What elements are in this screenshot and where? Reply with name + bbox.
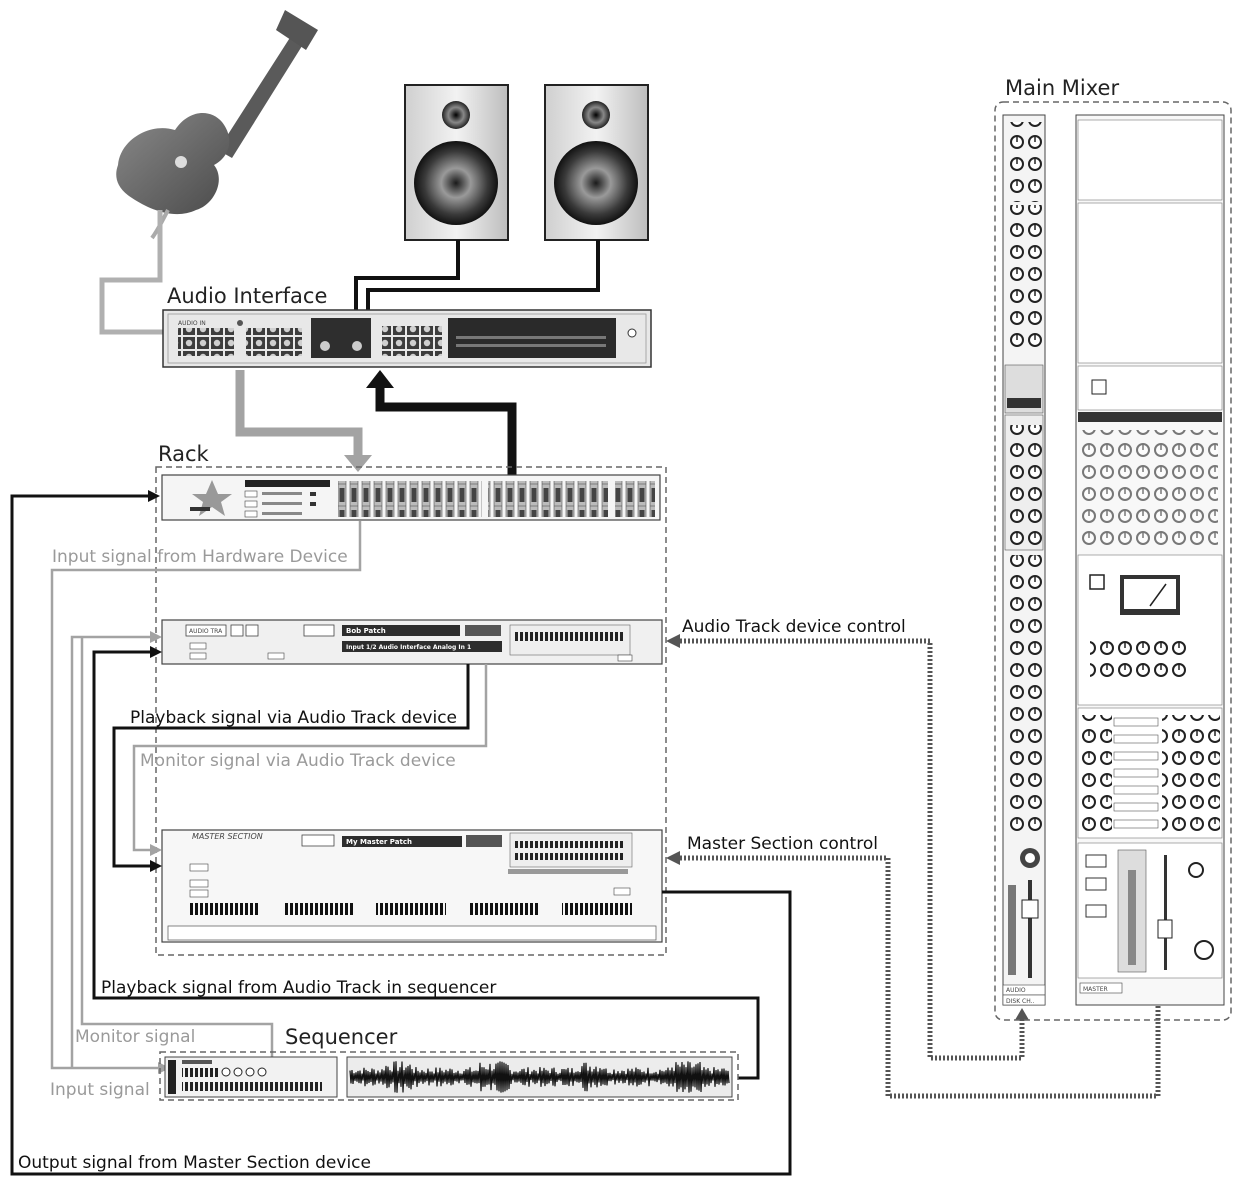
input-select-text: Input 1/2 Audio Interface Analog In 1 <box>346 644 471 651</box>
mixer-channel-strip: AUDIO DISK CH.. <box>1002 114 1046 1006</box>
main-mixer-frame <box>994 101 1232 1021</box>
sequencer-label: Sequencer <box>285 1025 398 1049</box>
master-section-device: MASTER SECTION My Master Patch <box>161 829 663 943</box>
mixer-bottom-b-text: DISK CH.. <box>1006 998 1035 1005</box>
hardware-interface-device <box>161 474 661 521</box>
master-section-text: MASTER SECTION <box>192 832 263 841</box>
input-hw-label: Input signal from Hardware Device <box>52 547 348 567</box>
master-ctrl-label: Master Section control <box>687 834 878 854</box>
input-to-track-line <box>70 635 150 1068</box>
output-master-label: Output signal from Master Section device <box>18 1153 371 1173</box>
track-name-text: Bob Patch <box>346 627 386 635</box>
sequencer-frame <box>159 1051 739 1101</box>
rack-label: Rack <box>158 442 210 466</box>
audio-track-control-line <box>672 638 1025 1061</box>
monitor-via-line <box>132 664 488 852</box>
audio-in-text: AUDIO IN <box>178 320 206 327</box>
input-signal-label: Input signal <box>50 1080 150 1100</box>
speaker-left-icon <box>404 84 509 241</box>
output-master-line <box>10 494 792 1176</box>
audio-track-ctrl-label: Audio Track device control <box>682 617 906 637</box>
rack-frame <box>155 466 667 956</box>
input-hw-line <box>50 521 362 1070</box>
sequencer-track-header <box>164 1056 338 1098</box>
guitar-icon <box>116 10 318 240</box>
audio-interface-label: Audio Interface <box>167 284 327 308</box>
playback-via-label: Playback signal via Audio Track device <box>130 708 457 728</box>
interface-to-rack-arrow <box>235 370 363 458</box>
mixer-bottom-c-text: MASTER <box>1083 986 1108 993</box>
speaker-right-icon <box>544 84 649 241</box>
main-mixer-label: Main Mixer <box>1005 76 1119 100</box>
monitor-via-label: Monitor signal via Audio Track device <box>140 751 456 771</box>
mixer-master-strip: MASTER <box>1075 114 1225 1006</box>
rack-to-interface-arrowhead <box>366 370 394 388</box>
master-patch-text: My Master Patch <box>346 838 412 846</box>
monitor-signal-label: Monitor signal <box>75 1027 195 1047</box>
waveform <box>349 1061 730 1093</box>
speaker-cable-right <box>366 240 600 325</box>
playback-seq-label: Playback signal from Audio Track in sequ… <box>101 978 496 998</box>
interface-to-rack-arrowhead <box>344 455 372 472</box>
playback-via-line <box>112 664 470 868</box>
audio-interface-device: AUDIO IN <box>162 309 652 368</box>
mixer-bottom-a-text: AUDIO <box>1006 987 1026 994</box>
sequencer-audio-clip <box>346 1056 733 1098</box>
speaker-cable-left <box>354 240 460 325</box>
rack-to-interface-arrow <box>375 385 517 475</box>
monitor-signal-line <box>80 637 274 1060</box>
audio-track-device: AUDIO TRA Bob Patch Input 1/2 Audio Inte… <box>161 619 663 665</box>
guitar-cable <box>99 210 182 335</box>
audio-track-text: AUDIO TRA <box>189 628 223 635</box>
playback-seq-line <box>92 650 760 1080</box>
master-control-line <box>672 855 1161 1099</box>
